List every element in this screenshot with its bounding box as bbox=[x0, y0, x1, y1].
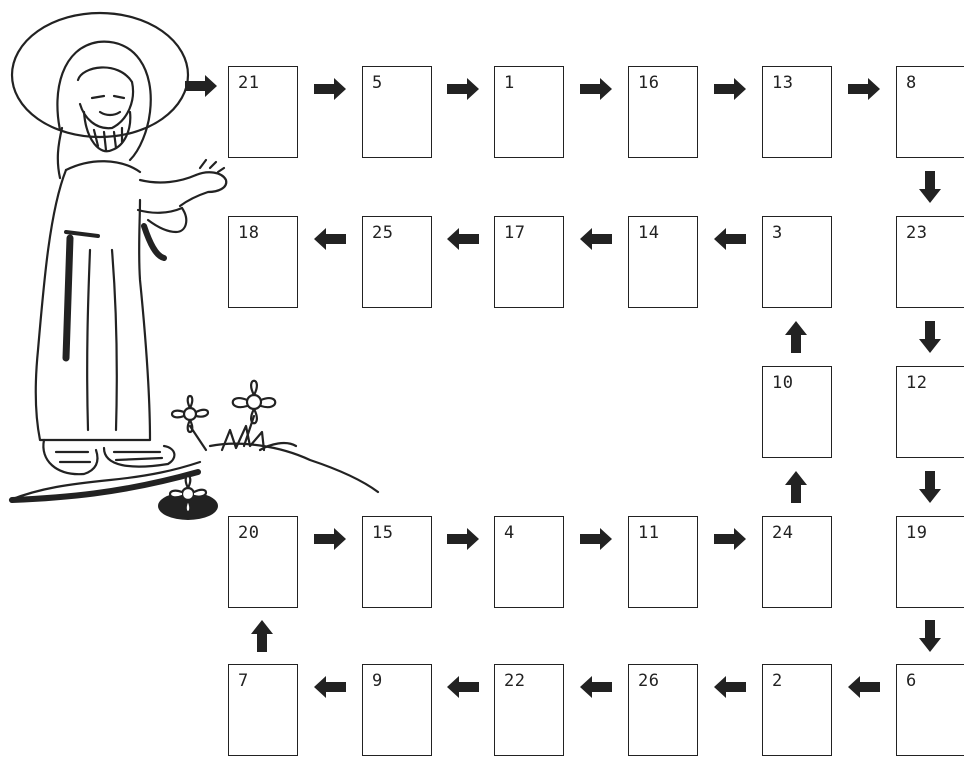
path-arrow-icon bbox=[580, 78, 612, 100]
path-arrow-icon bbox=[785, 471, 807, 503]
path-arrow-icon bbox=[580, 528, 612, 550]
path-arrow-icon bbox=[919, 321, 941, 353]
path-arrow-icon bbox=[919, 171, 941, 203]
path-arrow-icon bbox=[314, 528, 346, 550]
path-arrow-icon bbox=[714, 78, 746, 100]
path-arrow-icon bbox=[580, 676, 612, 698]
path-arrow-icon bbox=[714, 676, 746, 698]
path-arrow-icon bbox=[919, 471, 941, 503]
path-arrow-icon bbox=[251, 620, 273, 652]
path-arrow-icon bbox=[714, 528, 746, 550]
path-arrow-icon bbox=[314, 228, 346, 250]
path-arrow-icon bbox=[185, 75, 217, 97]
path-arrow-icon bbox=[447, 228, 479, 250]
path-arrow-icon bbox=[848, 676, 880, 698]
path-arrow-icon bbox=[447, 676, 479, 698]
path-arrow-icon bbox=[447, 78, 479, 100]
path-arrow-icon bbox=[848, 78, 880, 100]
path-arrow-icon bbox=[314, 676, 346, 698]
path-arrow-icon bbox=[447, 528, 479, 550]
path-arrow-icon bbox=[919, 620, 941, 652]
path-arrow-icon bbox=[580, 228, 612, 250]
path-arrow-icon bbox=[314, 78, 346, 100]
path-arrow-icon bbox=[785, 321, 807, 353]
path-arrow-icon bbox=[714, 228, 746, 250]
